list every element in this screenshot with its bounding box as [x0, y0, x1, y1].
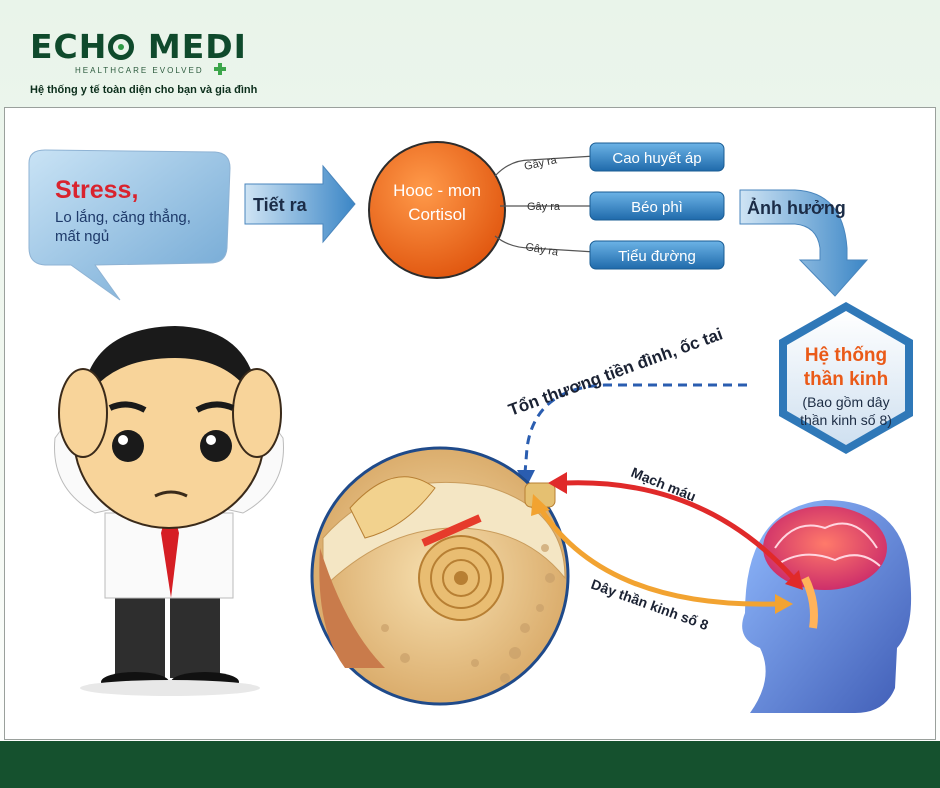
stress-hearing-diagram: Stress, Lo lắng, căng thẳng, mất ngủ Tiế… [28, 141, 913, 713]
nerve8-label: Dây thần kinh số 8 [589, 576, 711, 633]
vessel-label: Mạch máu [629, 464, 698, 504]
effect-label-2: Béo phì [631, 199, 683, 216]
nervous-system-hexagon: Hệ thống thần kinh (Bao gồm dây thần kin… [779, 302, 913, 454]
medical-cross-icon [214, 63, 226, 75]
footer-bar [0, 741, 940, 788]
nervous-line3: (Bao gồm dây [802, 394, 889, 410]
effect-pill-2: Béo phì [589, 191, 725, 221]
cause-label-1: Gây ra [523, 154, 559, 173]
hormone-line1: Hooc - mon [393, 181, 481, 200]
cortisol-circle: Hooc - mon Cortisol [368, 141, 506, 279]
hormone-line2: Cortisol [408, 205, 466, 224]
stress-title: Stress, [55, 176, 138, 204]
effect-label-3: Tiểu đường [618, 248, 696, 265]
logo-o-icon [108, 34, 135, 60]
nervous-line1: Hệ thống [805, 345, 887, 366]
echomedi-logo[interactable]: ECH MEDI [30, 30, 247, 63]
damage-label: Tổn thương tiền đình, ốc tai [506, 324, 725, 419]
cause-label-3: Gây ra [524, 241, 559, 259]
effect-pill-3: Tiểu đường [589, 240, 725, 270]
effect-pill-1: Cao huyết áp [589, 142, 725, 172]
header: ECH MEDI HEALTHCARE EVOLVED Hệ thống y t… [0, 0, 940, 106]
secrete-arrow: Tiết ra [244, 164, 356, 244]
stress-line2: mất ngủ [55, 228, 109, 245]
logo-text-part2: MEDI [147, 27, 247, 66]
secrete-label: Tiết ra [253, 195, 308, 215]
logo-text-part1: ECH [30, 27, 108, 66]
affect-label: Ảnh hưởng [747, 197, 846, 218]
infographic-panel: Stress, Lo lắng, căng thẳng, mất ngủ Tiế… [4, 107, 936, 740]
inner-ear-illustration [310, 446, 570, 706]
damage-dashed-arrow [523, 383, 747, 474]
logo-tagline: HEALTHCARE EVOLVED [75, 66, 204, 75]
stress-line1: Lo lắng, căng thẳng, [55, 208, 191, 226]
stress-speech-bubble: Stress, Lo lắng, căng thẳng, mất ngủ [28, 149, 231, 301]
cause-branch-lines [494, 155, 600, 253]
stressed-man-illustration [54, 326, 284, 696]
brand-subtitle: Hệ thống y tế toàn diện cho bạn và gia đ… [30, 84, 258, 96]
damage-arrowhead [517, 470, 535, 488]
nervous-line2: thần kinh [804, 369, 888, 390]
effect-label-1: Cao huyết áp [612, 150, 701, 167]
affect-arrow: Ảnh hưởng [739, 189, 869, 297]
nervous-line4: thần kinh số 8) [800, 412, 892, 428]
cause-label-2: Gây ra [527, 201, 561, 213]
brain-head-illustration [742, 500, 912, 713]
